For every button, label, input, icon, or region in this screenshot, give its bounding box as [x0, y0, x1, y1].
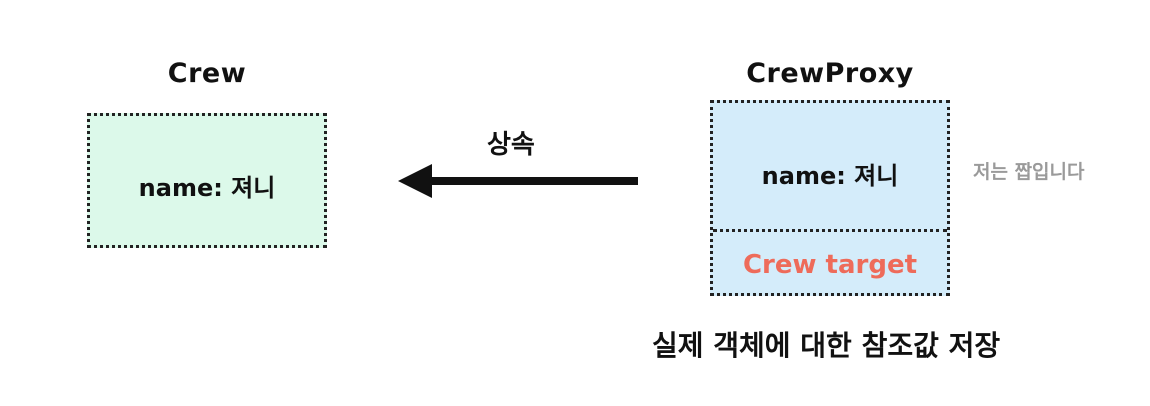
crewproxy-target-field: Crew target [742, 250, 918, 280]
crewproxy-box: name: 져니 Crew target [710, 100, 950, 296]
crew-box: name: 져니 [87, 113, 327, 248]
footer-note: 실제 객체에 대한 참조값 저장 [652, 329, 1001, 362]
crewproxy-divider [713, 229, 947, 232]
crewproxy-name-field: name: 져니 [761, 162, 899, 190]
crew-title: Crew [167, 58, 247, 89]
inheritance-label: 상속 [487, 130, 535, 160]
crewproxy-title: CrewProxy [746, 58, 914, 89]
side-note: 저는 짭입니다 [973, 161, 1085, 183]
crew-name-field: name: 져니 [138, 174, 276, 202]
